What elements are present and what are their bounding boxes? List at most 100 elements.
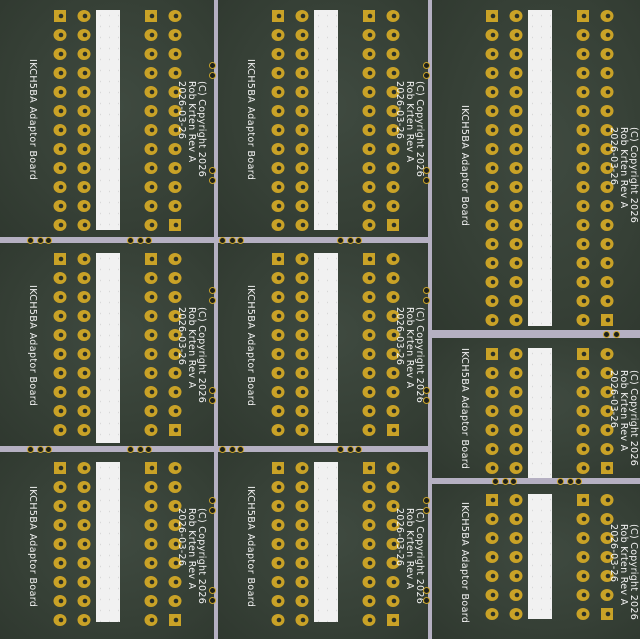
drill-hole [490,573,496,579]
drill-hole [490,351,496,357]
drill-hole [82,275,88,281]
copyright-line-copyright: (C) Copyright 2026 [628,524,639,621]
board-title: IKCH5BA Adaptor Board [27,285,38,407]
mouse-bite-hole [237,237,244,244]
drill-hole [514,427,520,433]
drill-hole [173,146,179,152]
drill-hole [581,51,587,57]
drill-hole [149,108,155,114]
mouse-bite-hole [209,287,216,294]
drill-hole [391,522,397,528]
drill-hole [367,313,373,319]
mouse-bite-hole [45,237,52,244]
drill-hole [490,497,496,503]
drill-hole [300,256,306,262]
copyright-line-copyright: (C) Copyright 2026 [628,127,639,224]
drill-hole [514,203,520,209]
drill-hole [82,332,88,338]
drill-hole [605,370,611,376]
drill-hole [149,184,155,190]
drill-hole [149,256,155,262]
drill-hole [490,165,496,171]
drill-hole [605,465,611,471]
drill-hole [149,503,155,509]
drill-hole [82,222,88,228]
drill-hole [391,165,397,171]
silkscreen-outline [96,462,120,622]
mouse-bite-hole [423,507,430,514]
drill-hole [391,146,397,152]
drill-hole [367,51,373,57]
copyright-line-date: 2026-03-26 [394,307,406,366]
drill-hole [149,579,155,585]
drill-hole [391,503,397,509]
silkscreen-outline [96,10,120,230]
drill-hole [82,617,88,623]
drill-hole [581,222,587,228]
drill-hole [514,317,520,323]
drill-hole [300,351,306,357]
drill-hole [367,275,373,281]
drill-hole [58,256,64,262]
drill-hole [367,579,373,585]
drill-hole [367,598,373,604]
drill-hole [300,522,306,528]
drill-hole [581,13,587,19]
drill-hole [276,165,282,171]
drill-hole [149,351,155,357]
drill-hole [367,389,373,395]
drill-hole [391,127,397,133]
drill-hole [605,351,611,357]
copyright-line-date: 2026-03-26 [608,127,620,186]
drill-hole [276,370,282,376]
drill-hole [173,108,179,114]
drill-hole [514,241,520,247]
drill-hole [391,332,397,338]
drill-hole [490,611,496,617]
drill-hole [391,484,397,490]
pad-array [271,462,400,626]
copyright-line-author: Rob Krten Rev A [186,508,198,590]
drill-hole [605,70,611,76]
mouse-bite-hole [209,587,216,594]
drill-hole [300,617,306,623]
drill-hole [173,427,179,433]
drill-hole [276,146,282,152]
mouse-bite-hole [337,237,344,244]
copyright-line-date: 2026-03-26 [608,370,620,429]
mouse-bite-hole [492,478,499,485]
drill-hole [391,108,397,114]
pad-array [53,10,182,231]
pad-array [485,494,614,620]
drill-hole [581,611,587,617]
drill-hole [581,241,587,247]
drill-hole [581,592,587,598]
silkscreen-outline [314,253,338,443]
drill-hole [173,541,179,547]
drill-hole [173,127,179,133]
drill-hole [490,535,496,541]
drill-hole [300,389,306,395]
copyright-line-date: 2026-03-26 [394,508,406,567]
drill-hole [605,408,611,414]
drill-hole [82,579,88,585]
mouse-bite-hole [423,62,430,69]
drill-hole [58,389,64,395]
mouse-bite-hole [423,297,430,304]
drill-hole [173,389,179,395]
mouse-bite-hole [423,387,430,394]
drill-hole [581,260,587,266]
drill-hole [82,203,88,209]
drill-hole [300,370,306,376]
drill-hole [514,554,520,560]
drill-hole [149,370,155,376]
copyright-line-author: Rob Krten Rev A [404,81,416,163]
board-title: IKCH5BA Adaptor Board [459,348,470,470]
drill-hole [300,560,306,566]
drill-hole [514,70,520,76]
drill-hole [490,592,496,598]
drill-hole [367,560,373,566]
pad-array [53,253,182,436]
